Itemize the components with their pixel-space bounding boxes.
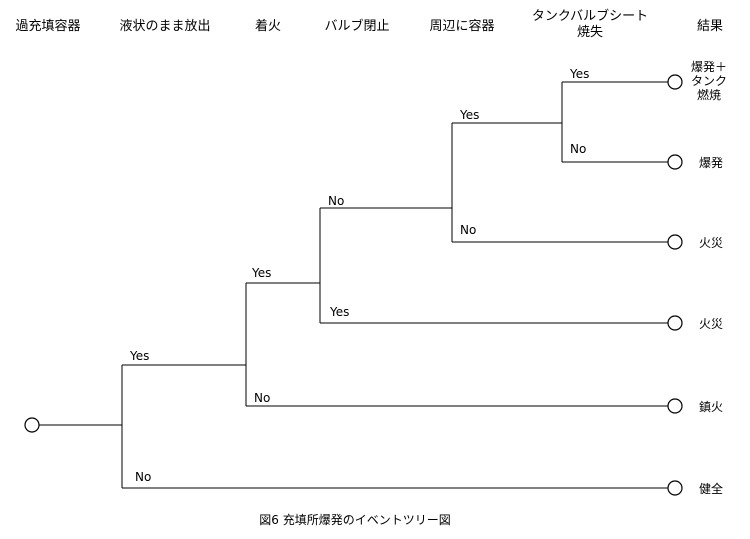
outcome-fire: 火災 — [698, 236, 724, 250]
branch-label-no: No — [328, 194, 345, 208]
branch-label-yes: Yes — [252, 266, 272, 280]
header-ignition: 着火 — [254, 19, 282, 34]
initial-event-node — [24, 417, 40, 433]
outcome-node — [667, 234, 683, 250]
header-nearby-containers: 周辺に容器 — [429, 19, 495, 34]
outcome-explosion-tank-fire: 爆発＋ タンク 燃焼 — [690, 60, 728, 102]
outcome-explosion: 爆発 — [698, 156, 724, 170]
branch-label-no: No — [254, 391, 271, 405]
header-overfilled-container: 過充填容器 — [15, 19, 81, 34]
branch-label-no: No — [135, 470, 152, 484]
outcome-node — [667, 480, 683, 496]
branch-label-yes: Yes — [570, 67, 590, 81]
outcome-intact: 健全 — [698, 482, 724, 496]
header-valve-closure: バルブ閉止 — [324, 19, 390, 34]
branch-label-yes: Yes — [130, 349, 150, 363]
figure-caption: 図6 充填所爆発のイベントツリー図 — [259, 513, 451, 527]
header-tank-valve-seat-burnout: タンクバルブシート 焼失 — [531, 9, 649, 40]
outcome-fire: 火災 — [698, 317, 724, 331]
branch-label-yes: Yes — [460, 108, 480, 122]
outcome-node — [667, 315, 683, 331]
outcome-extinguished: 鎮火 — [698, 400, 724, 414]
branch-label-no: No — [460, 223, 477, 237]
outcome-node — [667, 74, 683, 90]
branch-label-yes: Yes — [330, 305, 350, 319]
header-liquid-release: 液状のまま放出 — [119, 19, 211, 34]
outcome-node — [667, 154, 683, 170]
branch-label-no: No — [570, 142, 587, 156]
header-result: 結果 — [696, 19, 724, 34]
outcome-node — [667, 398, 683, 414]
